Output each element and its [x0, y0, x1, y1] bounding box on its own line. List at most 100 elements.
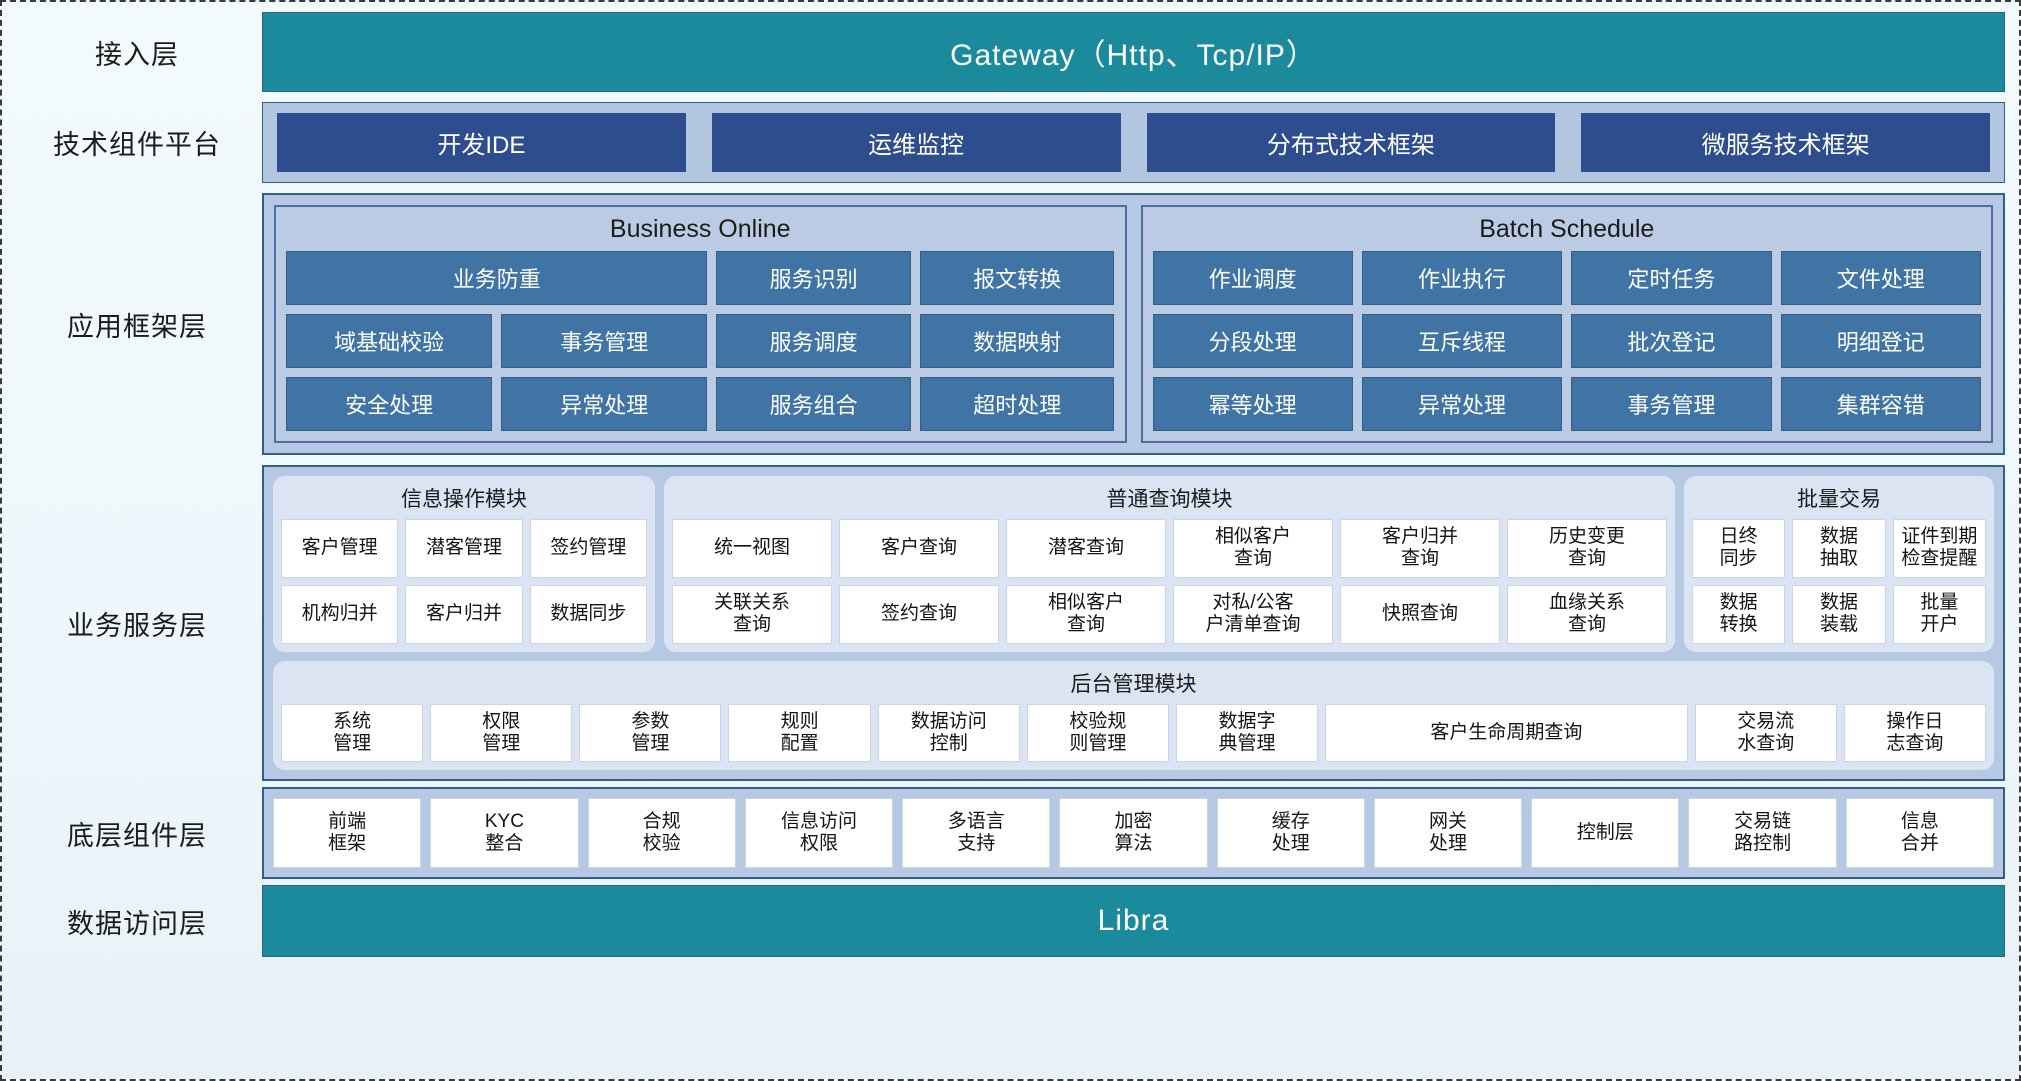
svc-chip-cert-expiry-reminder[interactable]: 证件到期 检查提醒: [1892, 519, 1986, 578]
card-title-admin-module: 后台管理模块: [1070, 672, 1197, 696]
svc-chip-private-corporate-list-query[interactable]: 对私/公客 户清单查询: [1173, 584, 1333, 644]
bo-chip-fangzhong[interactable]: 业务防重: [286, 251, 708, 305]
bot-chip-gateway-processing[interactable]: 网关 处理: [1373, 798, 1523, 869]
business-service-panel: 信息操作模块 客户管理 潜客管理 签约管理 机构归并 客户归并 数据同步 普通查…: [262, 465, 2005, 782]
bo-chip-message-convert[interactable]: 报文转换: [919, 251, 1115, 305]
business-service-body: 信息操作模块 客户管理 潜客管理 签约管理 机构归并 客户归并 数据同步 普通查…: [262, 465, 2005, 782]
svc-chip-similar-customer-query-2[interactable]: 相似客户 查询: [1006, 584, 1166, 644]
admin-chip-customer-lifecycle-query[interactable]: 客户生命周期查询: [1325, 703, 1688, 763]
bot-chip-encryption-algorithm[interactable]: 加密 算法: [1059, 798, 1208, 869]
svc-chip-customer-mgmt[interactable]: 客户管理: [281, 519, 399, 578]
svc-chip-batch-account-open[interactable]: 批量 开户: [1892, 584, 1986, 644]
bot-chip-info-access-permission[interactable]: 信息访问 权限: [744, 798, 894, 869]
svc-chip-data-transform[interactable]: 数据 转换: [1692, 584, 1786, 644]
admin-chip-parameter-mgmt[interactable]: 参数 管理: [579, 703, 722, 763]
bot-chip-info-merge[interactable]: 信息 合并: [1845, 798, 1994, 869]
bot-chip-compliance-check[interactable]: 合规 校验: [587, 798, 736, 869]
svc-chip-similar-customer-query[interactable]: 相似客户 查询: [1173, 519, 1333, 578]
data-access-row: 数据访问层 Libra: [12, 885, 2005, 958]
access-layer-row: 接入层 Gateway（Http、Tcp/IP）: [12, 12, 2005, 92]
svc-chip-unified-view[interactable]: 统一视图: [672, 519, 832, 578]
admin-chip-data-dictionary-mgmt[interactable]: 数据字 典管理: [1175, 703, 1319, 763]
admin-chip-operation-log-query[interactable]: 操作日 志查询: [1843, 703, 1986, 763]
bs-chip-idempotent[interactable]: 幂等处理: [1152, 377, 1353, 431]
bo-chip-timeout[interactable]: 超时处理: [919, 377, 1115, 431]
svc-chip-customer-merge-query[interactable]: 客户归并 查询: [1340, 519, 1500, 578]
bo-chip-security[interactable]: 安全处理: [286, 377, 493, 431]
bot-chip-transaction-chain-control[interactable]: 交易链 路控制: [1688, 798, 1837, 869]
bs-chip-file-process[interactable]: 文件处理: [1780, 251, 1981, 305]
layer-label-access: 接入层: [95, 39, 179, 70]
group-business-online: Business Online 业务防重 服务识别 报文转换 域基础校验 事务管…: [274, 205, 1127, 443]
card-admin-module: 后台管理模块 系统 管理 权限 管理 参数 管理 规则 配置 数据访问 控制 校…: [273, 660, 1994, 771]
card-info-operation: 信息操作模块 客户管理 潜客管理 签约管理 机构归并 客户归并 数据同步: [273, 476, 655, 652]
bs-chip-transaction-mgmt[interactable]: 事务管理: [1571, 377, 1772, 431]
svc-chip-prospect-mgmt[interactable]: 潜客管理: [405, 519, 523, 578]
admin-chip-transaction-flow-query[interactable]: 交易流 水查询: [1694, 703, 1837, 763]
app-framework-row: 应用框架层 Business Online 业务防重 服务识别 报文转换 域基础…: [12, 193, 2005, 455]
card-common-query: 普通查询模块 统一视图 客户查询 潜客查询 相似客户 查询 客户归并 查询 历史…: [664, 476, 1675, 652]
bo-chip-exception[interactable]: 异常处理: [501, 377, 708, 431]
layer-label-bottom-component: 底层组件层: [67, 820, 207, 851]
bs-chip-exception[interactable]: 异常处理: [1361, 377, 1563, 431]
admin-chip-validation-rule-mgmt[interactable]: 校验规 则管理: [1026, 703, 1169, 763]
layer-label-app-framework: 应用框架层: [67, 311, 207, 342]
card-batch-transaction: 批量交易 日终 同步 数据 抽取 证件到期 检查提醒 数据 转换 数据 装载 批…: [1684, 476, 1994, 652]
svc-chip-prospect-query[interactable]: 潜客查询: [1006, 519, 1166, 578]
admin-chip-data-access-control[interactable]: 数据访问 控制: [877, 703, 1020, 763]
bs-chip-batch-register[interactable]: 批次登记: [1571, 314, 1772, 368]
tech-chip-ide[interactable]: 开发IDE: [277, 113, 686, 172]
bs-chip-job-exec[interactable]: 作业执行: [1361, 251, 1563, 305]
business-service-row: 业务服务层 信息操作模块 客户管理 潜客管理 签约管理 机构归并 客户归并 数据…: [12, 465, 2005, 782]
spacer-3: [12, 455, 2005, 465]
bs-chip-job-schedule[interactable]: 作业调度: [1152, 251, 1353, 305]
bs-chip-segment-process[interactable]: 分段处理: [1152, 314, 1353, 368]
svc-chip-contract-mgmt[interactable]: 签约管理: [529, 519, 647, 578]
info-operation-grid: 客户管理 潜客管理 签约管理 机构归并 客户归并 数据同步: [281, 519, 647, 644]
bot-chip-control-layer[interactable]: 控制层: [1531, 798, 1680, 869]
bo-chip-service-identify[interactable]: 服务识别: [716, 251, 911, 305]
bo-chip-service-dispatch[interactable]: 服务调度: [716, 314, 911, 368]
bot-chip-multilanguage-support[interactable]: 多语言 支持: [902, 798, 1051, 869]
svc-chip-data-sync[interactable]: 数据同步: [529, 584, 647, 644]
bs-chip-cluster-fault-tolerance[interactable]: 集群容错: [1780, 377, 1981, 431]
svc-chip-customer-merge[interactable]: 客户归并: [405, 584, 523, 644]
svc-chip-data-load[interactable]: 数据 装载: [1792, 584, 1886, 644]
svc-chip-org-merge[interactable]: 机构归并: [281, 584, 399, 644]
svc-chip-customer-query[interactable]: 客户查询: [839, 519, 999, 578]
tech-chip-ops-monitor[interactable]: 运维监控: [711, 113, 1121, 172]
group-batch-schedule: Batch Schedule 作业调度 作业执行 定时任务 文件处理 分段处理 …: [1140, 205, 1993, 443]
bs-chip-timed-task[interactable]: 定时任务: [1571, 251, 1772, 305]
admin-chip-rule-config[interactable]: 规则 配置: [728, 703, 871, 763]
svc-chip-contract-query[interactable]: 签约查询: [839, 584, 999, 644]
svc-chip-data-extract[interactable]: 数据 抽取: [1792, 519, 1886, 578]
batch-transaction-grid: 日终 同步 数据 抽取 证件到期 检查提醒 数据 转换 数据 装载 批量 开户: [1692, 519, 1986, 644]
bo-chip-transaction-mgmt[interactable]: 事务管理: [501, 314, 708, 368]
tech-chip-microservice-framework[interactable]: 微服务技术框架: [1581, 113, 1990, 172]
admin-chip-permission-mgmt[interactable]: 权限 管理: [430, 703, 573, 763]
app-framework-panel: Business Online 业务防重 服务识别 报文转换 域基础校验 事务管…: [262, 193, 2005, 455]
bot-chip-kyc-integration[interactable]: KYC 整合: [430, 798, 579, 869]
group-title-batch-schedule: Batch Schedule: [1479, 215, 1655, 243]
bottom-component-panel: 前端 框架 KYC 整合 合规 校验 信息访问 权限 多语言 支持 加密 算法 …: [262, 787, 2005, 880]
svc-chip-history-change-query[interactable]: 历史变更 查询: [1507, 519, 1667, 578]
libra-bar[interactable]: Libra: [262, 885, 2005, 958]
svc-chip-lineage-query[interactable]: 血缘关系 查询: [1507, 584, 1667, 644]
tech-platform-body: 开发IDE 运维监控 分布式技术框架 微服务技术框架: [262, 102, 2005, 183]
svc-chip-relation-query[interactable]: 关联关系 查询: [672, 584, 832, 644]
bs-chip-mutex-thread[interactable]: 互斥线程: [1361, 314, 1563, 368]
tech-chip-strip: 开发IDE 运维监控 分布式技术框架 微服务技术框架: [262, 102, 2005, 183]
bs-chip-detail-register[interactable]: 明细登记: [1780, 314, 1981, 368]
bo-chip-data-mapping[interactable]: 数据映射: [919, 314, 1115, 368]
svc-chip-snapshot-query[interactable]: 快照查询: [1340, 584, 1500, 644]
common-query-grid: 统一视图 客户查询 潜客查询 相似客户 查询 客户归并 查询 历史变更 查询 关…: [672, 519, 1667, 644]
bot-chip-frontend-framework[interactable]: 前端 框架: [273, 798, 422, 869]
bot-chip-cache-processing[interactable]: 缓存 处理: [1216, 798, 1365, 869]
bottom-component-body: 前端 框架 KYC 整合 合规 校验 信息访问 权限 多语言 支持 加密 算法 …: [262, 787, 2005, 880]
bo-chip-service-compose[interactable]: 服务组合: [716, 377, 911, 431]
gateway-bar[interactable]: Gateway（Http、Tcp/IP）: [262, 12, 2005, 92]
svc-chip-eod-sync[interactable]: 日终 同步: [1692, 519, 1786, 578]
bo-chip-domain-validate[interactable]: 域基础校验: [286, 314, 493, 368]
tech-chip-distributed-framework[interactable]: 分布式技术框架: [1146, 113, 1556, 172]
admin-chip-system-mgmt[interactable]: 系统 管理: [281, 703, 424, 763]
